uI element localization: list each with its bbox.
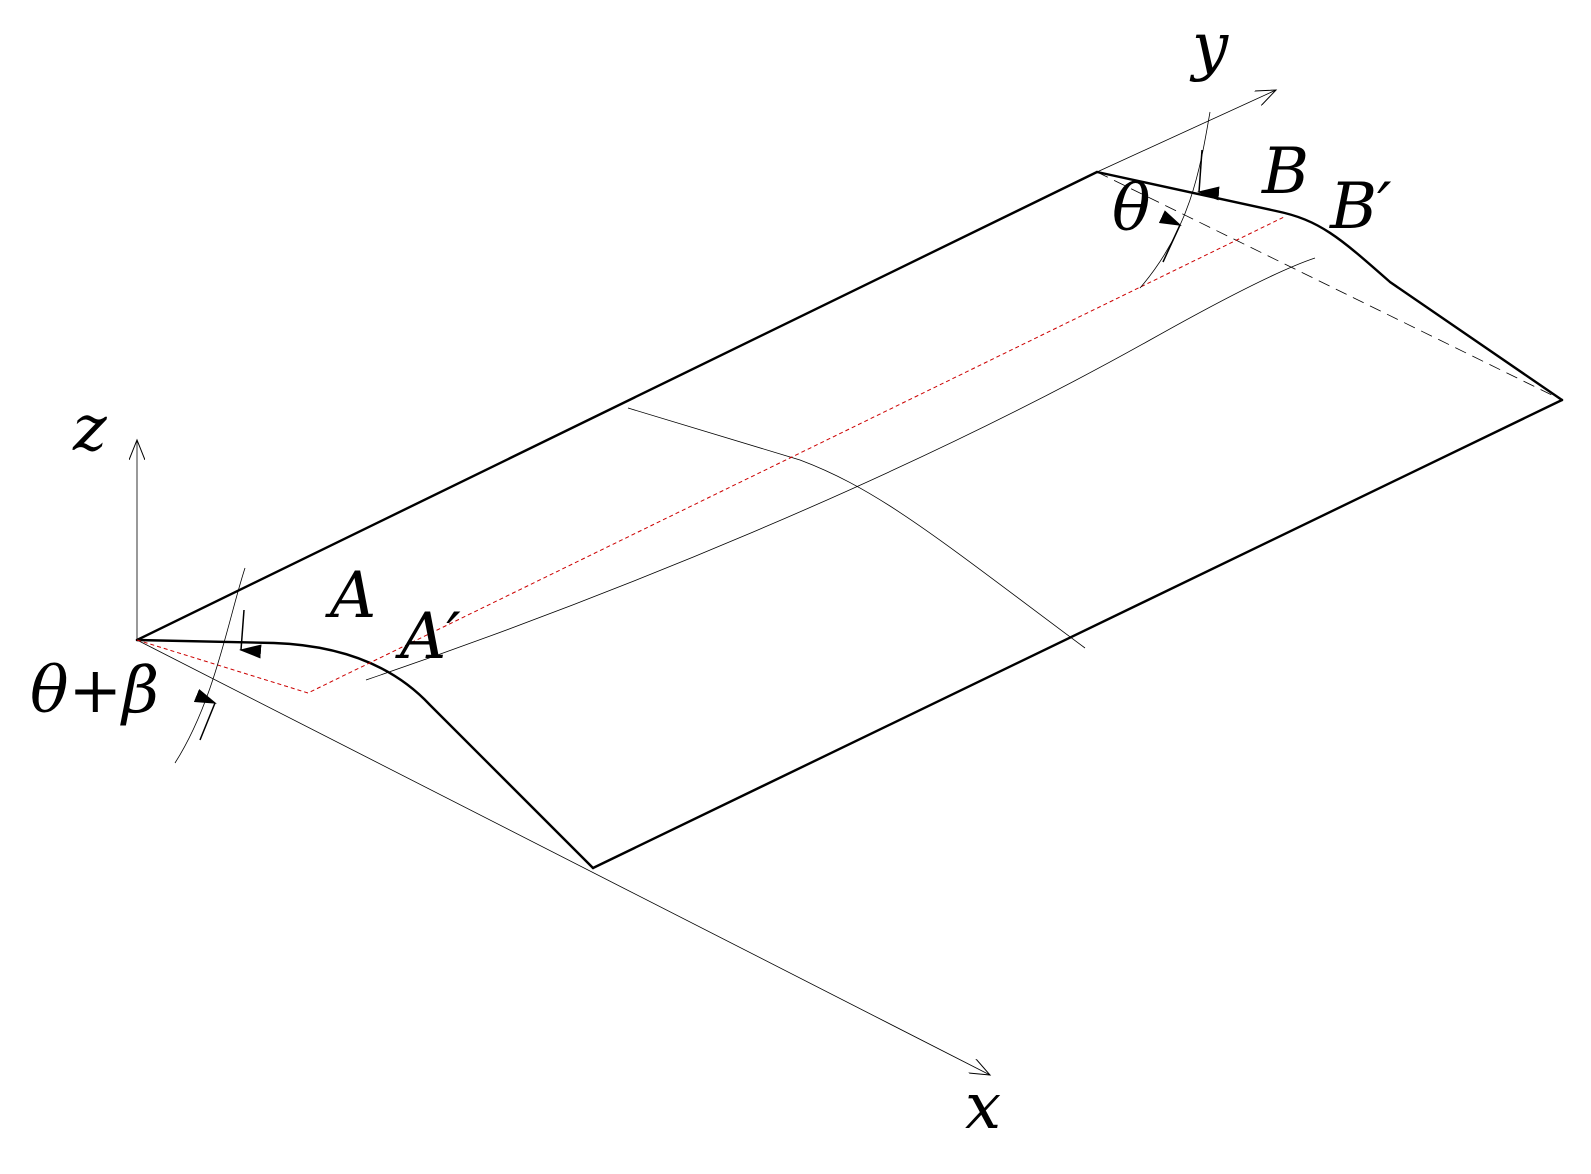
point-A-prime-label: A′: [395, 600, 461, 674]
root-angle-arc: [174, 567, 246, 764]
tip-angle-arrow-top: [1197, 149, 1220, 201]
root-section-curve: [135, 638, 595, 870]
tip-angle-label: θ: [1112, 172, 1151, 246]
trailing-edge: [591, 398, 1564, 870]
z-axis-label: z: [72, 392, 108, 466]
point-A-label: A: [325, 559, 376, 633]
point-B-label: B: [1261, 135, 1309, 209]
leading-edge: [135, 170, 1099, 642]
y-axis-line: [1096, 90, 1276, 173]
root-angle-label: θ+β: [30, 654, 159, 728]
tip-angle-arrow-bottom: [1158, 210, 1182, 263]
x-axis-line: [136, 639, 990, 1075]
surface-spanwise-curve: [365, 257, 1316, 681]
x-axis-label: x: [965, 1070, 1001, 1144]
twist-centerline: [136, 216, 1285, 694]
tip-angle-arc: [1139, 111, 1211, 289]
point-B-prime-label: B′: [1329, 170, 1392, 244]
root-angle-arrow-bottom: [193, 688, 217, 741]
mid-span-section: [627, 407, 1086, 649]
root-angle-arrow-top: [239, 609, 262, 659]
y-axis-label: y: [1189, 10, 1229, 84]
tip-section-curve: [1095, 170, 1564, 402]
tip-chord-dashed: [1096, 171, 1563, 401]
